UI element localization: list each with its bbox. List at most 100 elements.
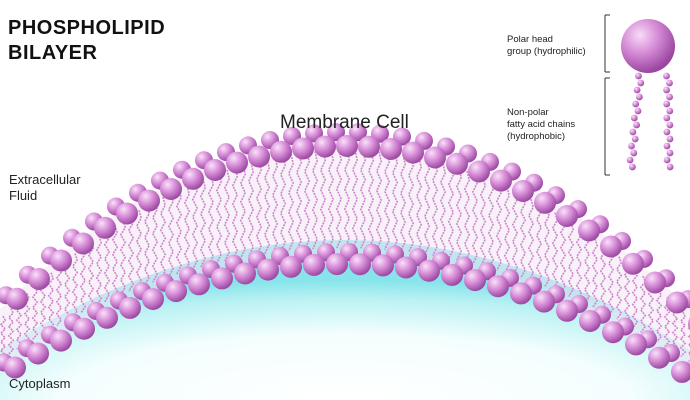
fatty-acid-tail <box>71 253 79 318</box>
legend-bracket-head <box>604 14 610 73</box>
inner-head <box>165 280 187 303</box>
outer-head <box>358 135 380 158</box>
outer-head <box>644 271 666 294</box>
inner-head <box>303 253 325 276</box>
inner-head <box>211 267 233 290</box>
legend-tail-bead <box>629 128 637 136</box>
legend-tail-bead <box>629 163 636 171</box>
outer-head <box>50 249 72 272</box>
fatty-acid-tail <box>311 151 319 250</box>
legend-bracket-tails <box>604 77 610 176</box>
legend-tail-bead <box>634 107 642 115</box>
legend-tail-bead <box>663 128 671 136</box>
legend-head-label: Polar head group (hydrophilic) <box>507 34 617 58</box>
outer-head <box>116 202 138 225</box>
fatty-acid-tail <box>607 250 615 316</box>
fatty-acid-tail <box>679 311 687 358</box>
membrane-cell-label: Membrane Cell <box>280 112 409 133</box>
legend-tail-bead <box>636 93 643 101</box>
outer-head <box>226 151 248 174</box>
legend-tail-bead <box>663 72 670 80</box>
fatty-acid-tail <box>79 247 87 314</box>
outer-head <box>666 291 688 314</box>
outer-head <box>314 135 336 158</box>
fatty-acid-tail <box>223 169 231 262</box>
fatty-acid-tail <box>375 151 383 250</box>
inner-head <box>4 356 26 379</box>
outer-head <box>490 169 512 192</box>
fatty-acid-tail <box>255 160 263 256</box>
legend-tail-bead <box>626 156 634 164</box>
legend-tail-bead <box>637 79 645 87</box>
inner-head <box>119 296 141 319</box>
inner-head <box>418 259 440 282</box>
inner-head <box>464 269 486 292</box>
inner-head <box>487 275 509 298</box>
legend-tails-icon <box>626 72 674 171</box>
inner-head <box>533 290 555 313</box>
cytoplasm-label: Cytoplasm <box>9 376 71 391</box>
outer-head <box>72 232 94 255</box>
outer-head <box>349 123 367 142</box>
fatty-acid-tail <box>103 230 111 303</box>
fatty-acid-tail <box>471 173 479 265</box>
legend-tail-bead <box>632 100 640 108</box>
fatty-acid-tail <box>31 286 39 340</box>
fatty-acid-tail <box>511 190 519 276</box>
fatty-acid-tail <box>199 178 207 268</box>
fatty-acid-tail <box>287 153 295 252</box>
fatty-acid-tail <box>319 150 327 249</box>
inner-head <box>395 256 417 279</box>
fatty-acid-tail <box>391 153 399 251</box>
inner-head <box>188 273 210 296</box>
fatty-acid-tail <box>527 198 535 282</box>
outer-head <box>424 146 446 169</box>
legend-tail-bead <box>666 135 674 143</box>
fatty-acid-tail <box>639 275 647 333</box>
fatty-acid-tail <box>191 181 199 270</box>
outer-head <box>138 189 160 212</box>
inner-head <box>234 262 256 285</box>
fatty-acid-tail <box>503 187 511 274</box>
inner-head <box>27 342 49 365</box>
fatty-acid-tail <box>215 172 223 264</box>
fatty-acid-tail <box>119 219 127 296</box>
fatty-acid-tail <box>327 150 335 249</box>
fatty-acid-tails <box>0 149 690 363</box>
diagram-title: PHOSPHOLIPID BILAYER <box>8 16 165 66</box>
legend-head-icon <box>621 19 675 73</box>
fatty-acid-tail <box>383 152 391 251</box>
fatty-acid-tail <box>335 149 343 249</box>
inner-head <box>602 321 624 344</box>
extracellular-fluid-label: Extracellular Fluid <box>9 172 81 204</box>
inner-head <box>510 282 532 305</box>
inner-head <box>556 299 578 322</box>
inner-head <box>671 360 690 383</box>
legend-tail-bead <box>631 135 639 143</box>
outer-head <box>512 180 534 202</box>
fatty-acid-tail <box>575 227 583 301</box>
fatty-acid-tail <box>567 222 575 297</box>
fatty-acid-tail <box>479 176 487 267</box>
fatty-acid-tail <box>207 175 215 266</box>
fatty-acid-tail <box>247 162 255 257</box>
fatty-acid-tail <box>495 183 503 271</box>
inner-head <box>50 329 72 352</box>
outer-head <box>336 135 358 157</box>
fatty-acid-tail <box>0 315 7 360</box>
fatty-acid-tail <box>263 158 271 255</box>
legend-tails-line-1: Non-polar <box>507 107 549 118</box>
legend-tail-bead <box>663 114 671 122</box>
fatty-acid-tail <box>351 149 359 249</box>
outer-head <box>600 235 622 258</box>
inner-head <box>625 333 647 356</box>
legend-tail-bead <box>663 86 670 94</box>
legend-head-line-2: group (hydrophilic) <box>507 46 586 57</box>
outer-head <box>160 178 182 200</box>
fatty-acid-tail <box>655 289 663 343</box>
fatty-acid-tail <box>55 265 63 327</box>
fatty-acid-tail <box>599 244 607 312</box>
fatty-acid-tail <box>615 256 623 320</box>
fatty-acid-tail <box>135 210 143 289</box>
outer-head <box>380 138 402 160</box>
